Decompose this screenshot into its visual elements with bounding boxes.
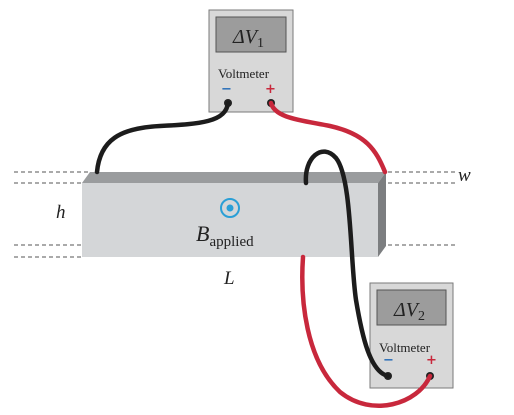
voltmeter-top-display [215,16,287,53]
voltmeter-bottom-reading: ΔV2 [393,299,425,324]
bar-top-face [82,172,386,183]
out-of-page-dot-icon [220,198,240,218]
dimension-guides [14,171,458,258]
voltmeter-top-plus-sign: + [265,82,276,97]
field-label-main: B [196,221,209,246]
voltmeter-bottom-subscript: 2 [418,309,425,324]
width-label: w [458,165,471,186]
voltmeter-bottom-caption: Voltmeter [379,340,431,355]
voltmeter-top-minus-sign: − [221,82,232,97]
voltmeter-bottom: ΔV2 Voltmeter − + [369,282,454,389]
voltmeter-top-subscript: 1 [257,36,264,51]
height-label: h [56,202,66,223]
voltmeter-bottom-symbol: ΔV [393,299,421,321]
field-label-subscript: applied [209,234,254,250]
voltmeter-top-reading: ΔV1 [232,26,264,51]
conducting-bar [82,172,386,257]
wire-black-bottom [303,149,391,379]
field-label: Bapplied [196,221,254,250]
wire-red-top [268,100,388,175]
length-label: L [223,268,235,289]
voltmeter-top-caption: Voltmeter [218,66,270,81]
wire-black-top [94,100,231,175]
bar-side-face [378,172,386,257]
voltmeter-bottom-minus-sign: − [383,353,394,368]
wire-red-bottom [300,254,433,408]
bar-front-face [82,183,378,257]
voltmeter-top-symbol: ΔV [232,26,260,48]
voltmeter-bottom-display [376,289,447,326]
voltmeter-bottom-plus-sign: + [426,353,437,368]
voltmeter-top: ΔV1 Voltmeter − + [208,9,294,113]
wires [94,100,433,408]
